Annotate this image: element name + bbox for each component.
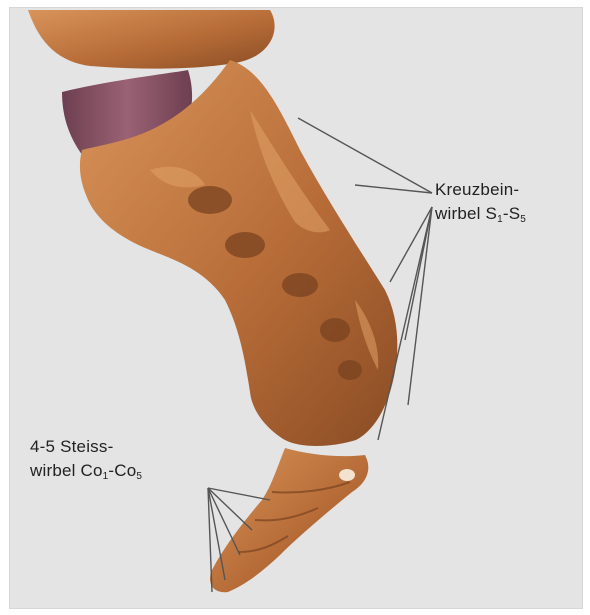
coccyx-label-line1: 4-5 Steiss- bbox=[30, 435, 142, 459]
lumbar-vertebra bbox=[28, 10, 275, 69]
coccygeal-vertebrae-label: 4-5 Steiss- wirbel Co1-Co5 bbox=[30, 435, 142, 489]
sacral-vertebrae-label: Kreuzbein- wirbel S1-S5 bbox=[435, 178, 526, 232]
sacral-label-line2: wirbel S1-S5 bbox=[435, 202, 526, 232]
coccyx-highlight bbox=[339, 469, 355, 481]
coccyx-label-line2: wirbel Co1-Co5 bbox=[30, 459, 142, 489]
sacral-label-line1: Kreuzbein- bbox=[435, 178, 526, 202]
